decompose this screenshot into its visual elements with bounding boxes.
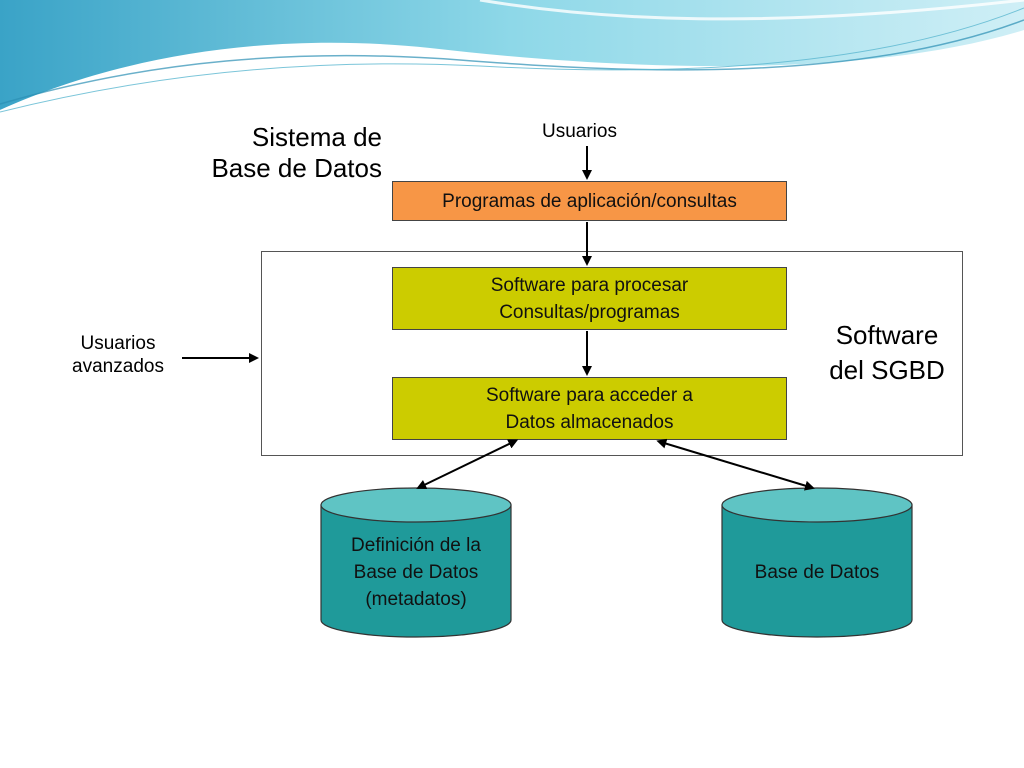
usuarios-avanzados-line-2: avanzados <box>72 356 164 377</box>
metadata-cylinder-label: Definición de la Base de Datos (metadato… <box>321 532 511 613</box>
title-line-1: Sistema de <box>251 122 382 152</box>
diagram-title: Sistema de Base de Datos <box>160 122 382 184</box>
database-cylinder-label: Base de Datos <box>722 559 912 586</box>
title-line-2: Base de Datos <box>211 153 382 183</box>
usuarios-avanzados-label: Usuarios avanzados <box>58 332 178 378</box>
sgbd-label: Software del SGBD <box>812 318 962 388</box>
software-procesar-box: Software para procesar Consultas/program… <box>392 267 787 330</box>
software-acceder-box: Software para acceder a Datos almacenado… <box>392 377 787 440</box>
definicion-line-3: (metadatos) <box>365 589 467 610</box>
sgbd-label-line-1: Software <box>835 320 939 350</box>
definicion-line-2: Base de Datos <box>353 562 479 583</box>
base-datos-label: Base de Datos <box>754 562 880 583</box>
procesar-line-1: Software para procesar <box>490 274 689 296</box>
programas-aplicacion-box: Programas de aplicación/consultas <box>392 181 787 221</box>
procesar-line-2: Consultas/programas <box>499 301 680 323</box>
usuarios-label: Usuarios <box>542 121 617 142</box>
header-wave-banner <box>0 0 1024 120</box>
acceder-line-2: Datos almacenados <box>505 411 674 433</box>
acceder-line-1: Software para acceder a <box>485 384 693 406</box>
usuarios-avanzados-line-1: Usuarios <box>80 333 156 354</box>
definicion-line-1: Definición de la <box>351 535 481 556</box>
sgbd-label-line-2: del SGBD <box>829 355 945 385</box>
programas-label: Programas de aplicación/consultas <box>442 190 737 212</box>
